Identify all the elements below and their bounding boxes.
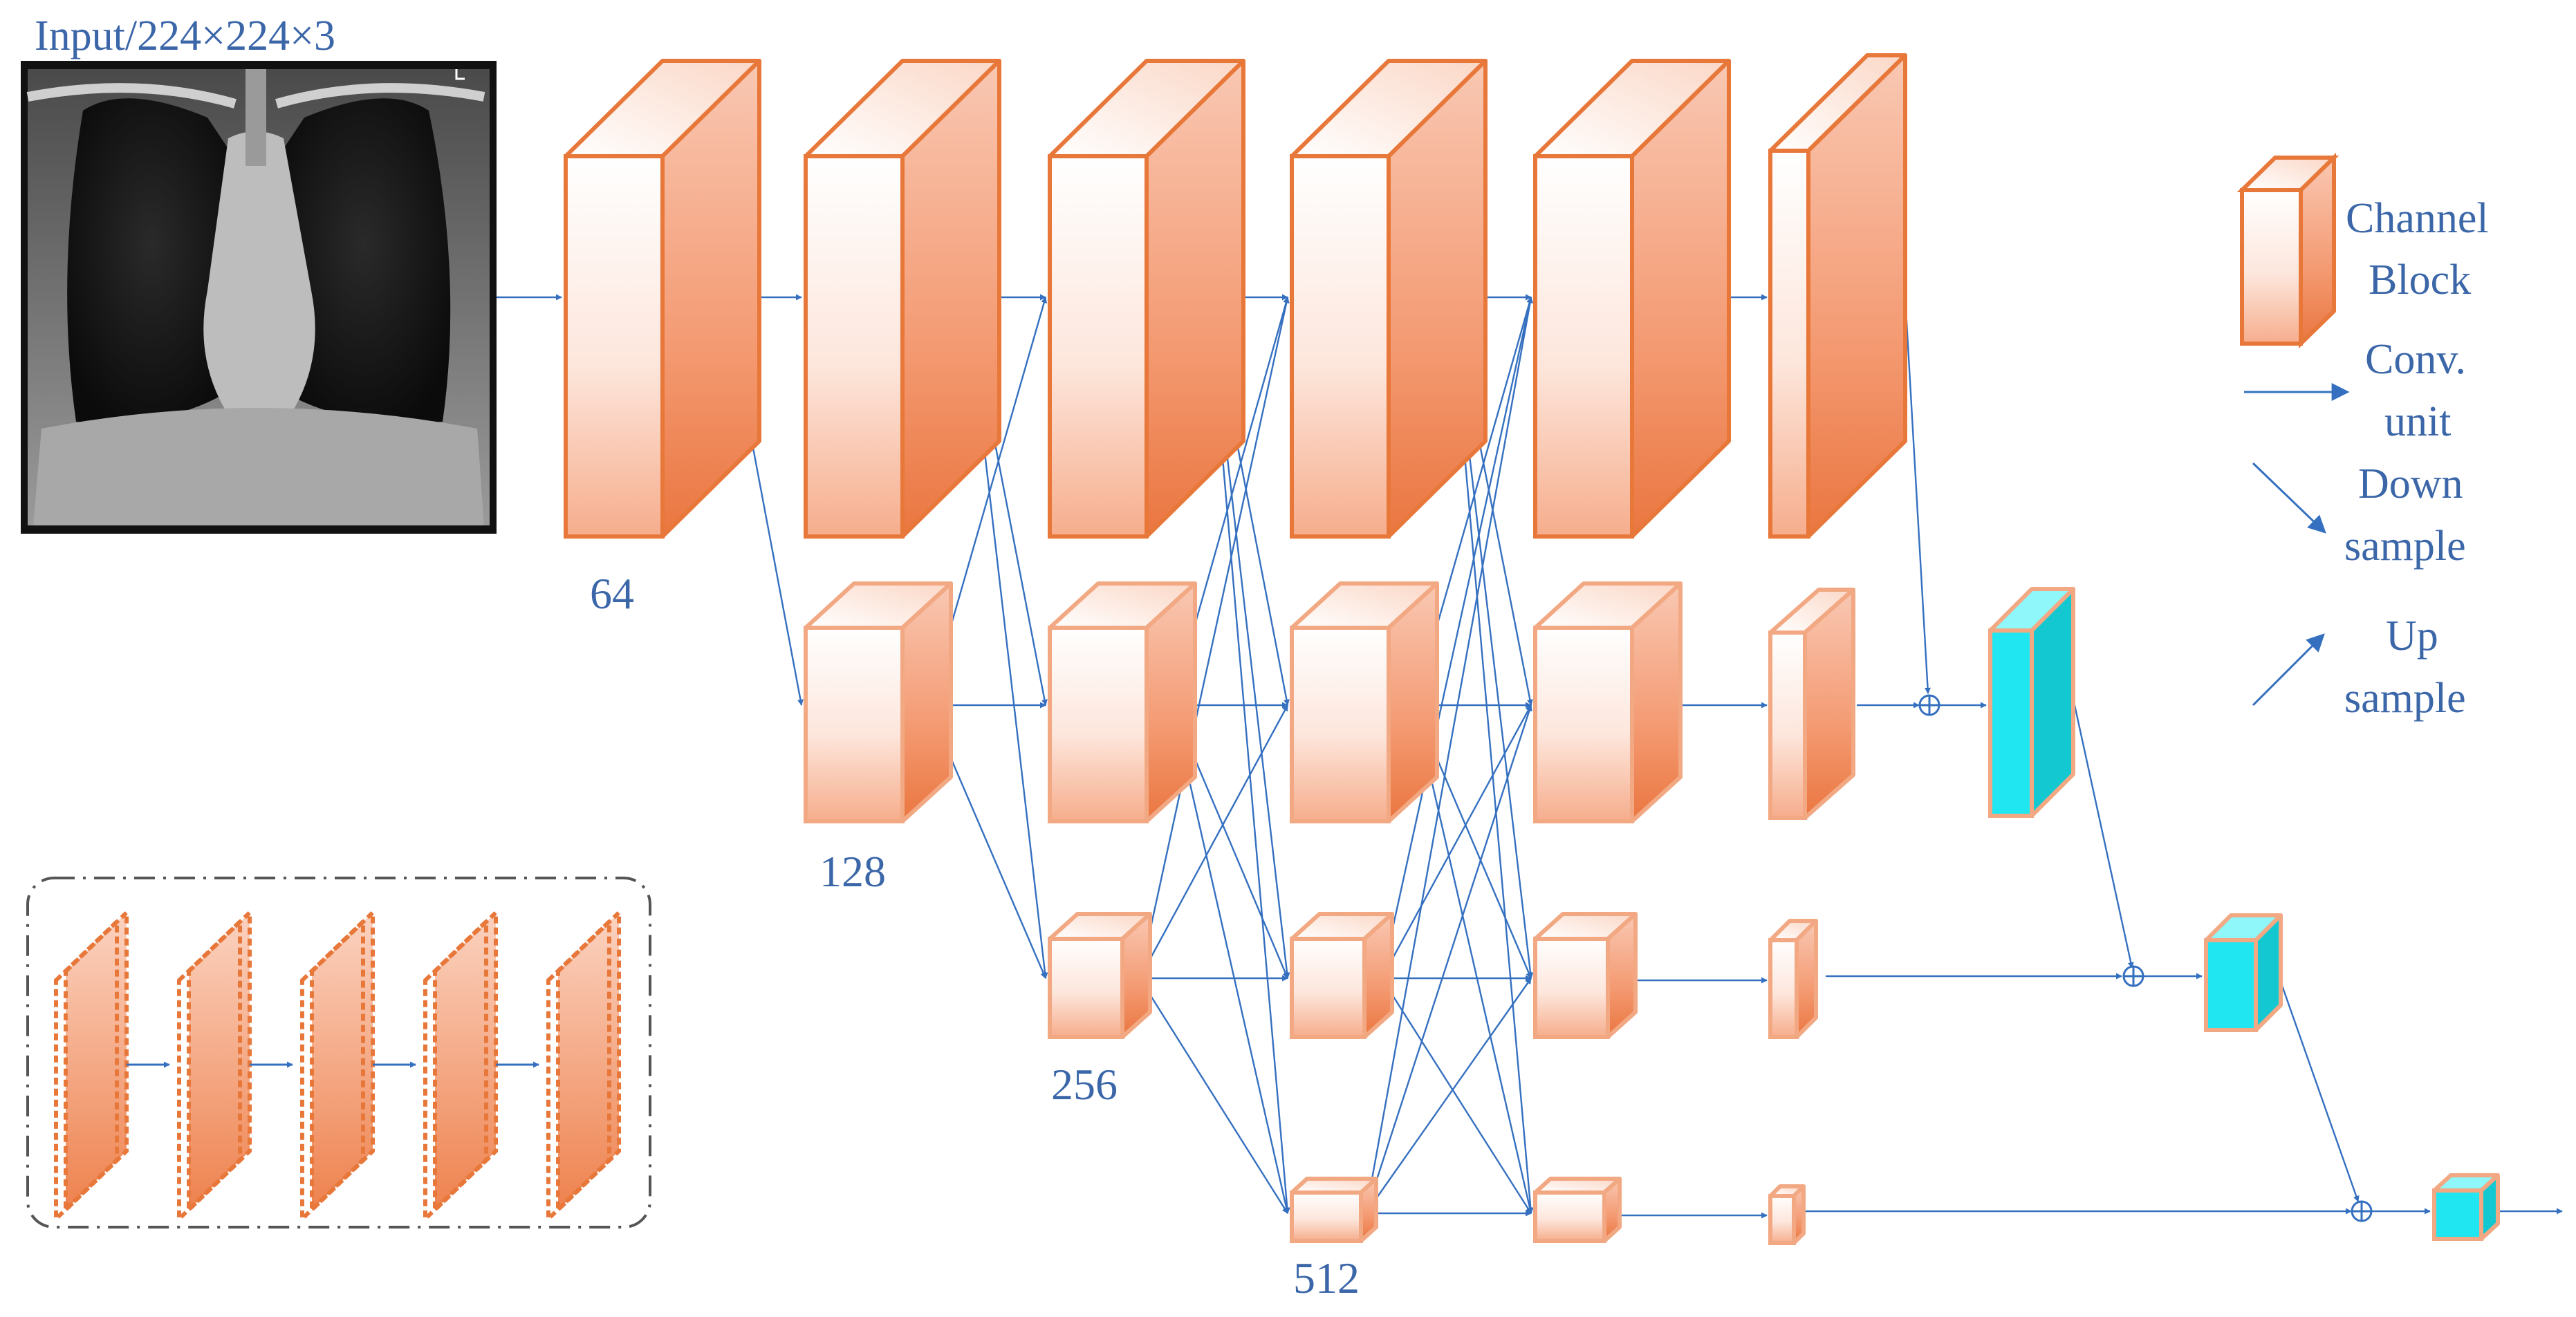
up-sample-arrow-icon bbox=[1364, 297, 1533, 1214]
up-sample-arrow-icon bbox=[1380, 297, 1533, 979]
block-64-3 bbox=[1048, 59, 1245, 539]
block-64-1 bbox=[564, 59, 761, 539]
down-sample-arrow-icon bbox=[2073, 704, 2134, 969]
block-128-5 bbox=[1768, 588, 1855, 820]
legend-block-text: Block bbox=[2369, 256, 2471, 303]
sum-node-icon bbox=[2351, 1200, 2373, 1222]
channel-block-inset bbox=[26, 877, 651, 1229]
input-label: Input/224×224×3 bbox=[35, 12, 335, 59]
chest-xray-image bbox=[21, 61, 497, 534]
up-sample-arrow-icon bbox=[1904, 297, 1931, 694]
block-256-2 bbox=[1290, 912, 1394, 1039]
legend-channel-block-icon bbox=[2236, 152, 2339, 349]
channel-label-128: 128 bbox=[819, 847, 886, 896]
sum-node-icon bbox=[2122, 965, 2144, 987]
legend-conv-text: Conv. bbox=[2365, 336, 2466, 383]
inset-block-5 bbox=[546, 907, 621, 1224]
block-256-4 bbox=[1768, 919, 1818, 1039]
legend-unit-text: unit bbox=[2384, 398, 2451, 445]
fused-block-128 bbox=[1988, 587, 2075, 818]
block-128-2 bbox=[1048, 581, 1197, 823]
legend-down-arrow-icon bbox=[2252, 462, 2326, 534]
down-sample-arrow-icon bbox=[1171, 704, 1290, 1214]
legend: Channel Block Conv. unit Down sample Up … bbox=[2236, 152, 2489, 722]
legend-up-arrow-icon bbox=[2252, 633, 2325, 707]
legend-down-sample-text: sample bbox=[2344, 523, 2466, 570]
sum-node-icon bbox=[1918, 694, 1940, 716]
fused-block-512 bbox=[2432, 1173, 2500, 1241]
legend-up-sample-text: sample bbox=[2344, 675, 2466, 722]
block-128-4 bbox=[1533, 581, 1683, 823]
channel-label-64: 64 bbox=[590, 569, 634, 618]
block-256-3 bbox=[1533, 912, 1638, 1039]
up-sample-arrow-icon bbox=[1138, 297, 1290, 979]
fused-block-256 bbox=[2204, 913, 2283, 1032]
inset-frame bbox=[26, 877, 651, 1229]
inset-block-2 bbox=[177, 907, 252, 1224]
legend-up-text: Up bbox=[2386, 613, 2438, 660]
channel-blocks bbox=[564, 53, 2500, 1245]
block-128-1 bbox=[804, 581, 953, 823]
block-64-4 bbox=[1290, 59, 1488, 539]
up-sample-arrow-icon bbox=[1364, 704, 1532, 1214]
block-128-3 bbox=[1290, 581, 1439, 823]
down-sample-arrow-icon bbox=[1413, 704, 1533, 1214]
connection-arrows bbox=[497, 294, 2563, 1222]
channel-label-512: 512 bbox=[1293, 1253, 1360, 1302]
inset-block-4 bbox=[423, 907, 498, 1224]
up-sample-arrow-icon bbox=[1380, 704, 1532, 979]
block-512-3 bbox=[1768, 1184, 1806, 1245]
block-64-5 bbox=[1533, 59, 1731, 539]
block-64-2 bbox=[804, 59, 1001, 539]
legend-down-text: Down bbox=[2358, 460, 2463, 507]
inset-block-3 bbox=[300, 907, 375, 1224]
down-sample-arrow-icon bbox=[1138, 978, 1289, 1214]
up-sample-arrow-icon bbox=[1138, 704, 1289, 979]
block-256-1 bbox=[1048, 912, 1152, 1039]
block-64-6 bbox=[1768, 53, 1907, 539]
up-sample-arrow-icon bbox=[1365, 978, 1532, 1214]
down-sample-arrow-icon bbox=[2279, 981, 2360, 1202]
legend-channel-text: Channel bbox=[2346, 195, 2489, 242]
channel-label-256: 256 bbox=[1051, 1060, 1118, 1109]
block-512-1 bbox=[1290, 1177, 1378, 1243]
block-512-2 bbox=[1533, 1177, 1622, 1243]
inset-block-1 bbox=[54, 907, 129, 1224]
down-sample-arrow-icon bbox=[1380, 978, 1532, 1214]
